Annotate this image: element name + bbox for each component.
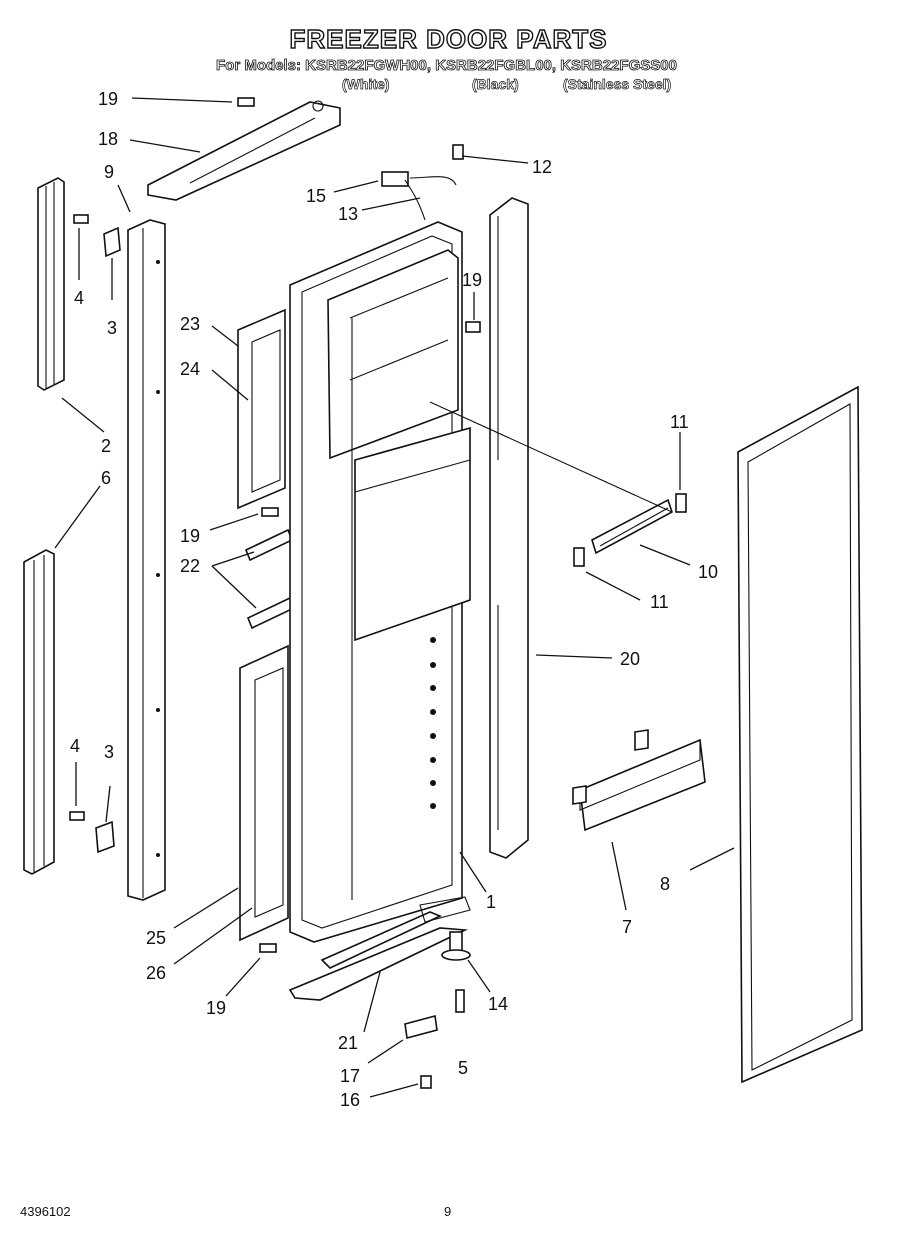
- callout-10: 10: [698, 562, 718, 582]
- document-number: 4396102: [20, 1204, 71, 1219]
- part-4-screw-top: [73, 214, 89, 224]
- part-19-screw-a: [237, 97, 255, 107]
- part-4-screw-bottom: [69, 811, 85, 821]
- part-12-screw: [452, 144, 464, 160]
- callout-18: 18: [98, 129, 118, 149]
- part-7-door-bin: [572, 729, 706, 832]
- callout-19: 19: [206, 998, 226, 1018]
- part-19-screw-b: [261, 507, 279, 517]
- callout-26: 26: [146, 963, 166, 983]
- callout-13: 13: [338, 204, 358, 224]
- part-5-screw: [455, 989, 465, 1013]
- part-21-bottom-trim: [288, 896, 471, 1001]
- part-11-end-cap-bottom: [573, 547, 585, 567]
- part-19-screw-c: [259, 943, 277, 953]
- part-9-hinge-channel: [127, 219, 166, 901]
- part-11-end-cap-top: [675, 493, 687, 513]
- part-25-lower-panel: [239, 644, 289, 942]
- part-1-door-liner: [289, 221, 471, 943]
- leader-lines: [54, 97, 735, 1098]
- callout-16: 16: [340, 1090, 360, 1110]
- callout-23: 23: [180, 314, 200, 334]
- callout-6: 6: [101, 468, 111, 488]
- callout-14: 14: [488, 994, 508, 1014]
- callout-1: 1: [486, 892, 496, 912]
- part-17-bracket: [404, 1014, 438, 1040]
- callout-2: 2: [101, 436, 111, 456]
- callout-4: 4: [70, 736, 80, 756]
- part-16-screw: [420, 1075, 432, 1089]
- callout-3: 3: [107, 318, 117, 338]
- part-19-screw-d: [465, 321, 481, 333]
- callout-17: 17: [340, 1066, 360, 1086]
- part-2-side-trim: [37, 177, 65, 391]
- part-18-top-trim: [147, 100, 341, 201]
- part-22-bracket: [244, 528, 296, 630]
- callout-5: 5: [458, 1058, 468, 1078]
- callout-labels: 19 18 9 4 3 2 6 23 24 19 22 4 3 25 26 19…: [70, 89, 718, 1110]
- variant-black: (Black): [472, 76, 519, 93]
- page-number: 9: [444, 1204, 452, 1219]
- callout-3: 3: [104, 742, 114, 762]
- callout-21: 21: [338, 1033, 358, 1053]
- part-8-door-gasket: [737, 385, 863, 1084]
- callout-19: 19: [462, 270, 482, 290]
- part-14-hinge-pin: [441, 931, 471, 961]
- part-3-hinge-bracket-top: [103, 226, 121, 258]
- callout-25: 25: [146, 928, 166, 948]
- callout-19: 19: [180, 526, 200, 546]
- part-13-wire-harness: [404, 176, 457, 221]
- part-15-harness-connector: [381, 171, 409, 187]
- part-20-side-trim: [489, 197, 529, 859]
- callout-9: 9: [104, 162, 114, 182]
- callout-22: 22: [180, 556, 200, 576]
- variant-stainless: (Stainless Steel): [563, 76, 672, 93]
- callout-12: 12: [532, 157, 552, 177]
- callout-15: 15: [306, 186, 326, 206]
- part-23-upper-panel: [237, 308, 286, 510]
- callout-24: 24: [180, 359, 200, 379]
- variant-white: (White): [342, 76, 390, 93]
- callout-11: 11: [650, 592, 669, 612]
- callout-19: 19: [98, 89, 118, 109]
- callout-20: 20: [620, 649, 640, 669]
- part-6-side-trim: [23, 549, 55, 875]
- callout-11: 11: [670, 412, 689, 432]
- part-10-rail: [591, 498, 673, 555]
- callout-8: 8: [660, 874, 670, 894]
- model-list: For Models: KSRB22FGWH00, KSRB22FGBL00, …: [216, 57, 678, 75]
- callout-7: 7: [622, 917, 632, 937]
- part-3-hinge-bracket-bottom: [95, 820, 115, 854]
- page-title: FREEZER DOOR PARTS: [289, 23, 608, 54]
- callout-4: 4: [74, 288, 84, 308]
